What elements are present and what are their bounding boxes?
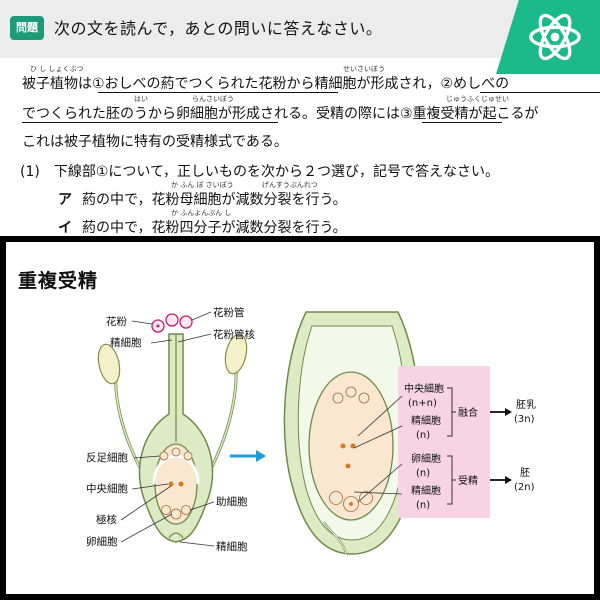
- ruby-hishishokubutsu: ひ し しょくぶつ: [30, 65, 84, 73]
- option-a[interactable]: ア葯の中で，花粉母細胞が減数分裂を行う。: [58, 189, 347, 209]
- double-fertilization-diagram: 花粉 花粉管 精細胞 花粉管核 反足細胞 中央細胞 極核 卵細胞 助細胞 精細胞: [86, 306, 536, 555]
- label-embryo-ploidy: (2n): [514, 482, 535, 493]
- right-leader-lines: [353, 395, 403, 503]
- option-i-label: イ: [58, 220, 72, 236]
- box-sperm1: 精細胞: [411, 414, 441, 427]
- ruby-gensuubunretsu: げんすうぶんれつ: [262, 181, 318, 189]
- ruby-kafunyonbunshi: か ふんよんぶん し: [171, 209, 232, 217]
- label-fertilization: 受精: [458, 474, 478, 487]
- box-sperm2: 精細胞: [411, 484, 441, 497]
- label-pollen-tube: 花粉管: [213, 306, 245, 319]
- option-i[interactable]: イ葯の中で，花粉四分子が減数分裂を行う。: [58, 217, 347, 236]
- box-egg-ploidy: (n): [416, 468, 430, 479]
- option-i-text: 葯の中で，花粉四分子が減数分裂を行う。: [82, 220, 347, 236]
- box-sperm1-ploidy: (n): [416, 430, 430, 441]
- label-sperm-cell-bottom: 精細胞: [216, 540, 248, 553]
- question-panel: 問題 次の文を読んで，あとの問いに答えなさい。 ひ し しょくぶつ せいさいぼう…: [0, 0, 600, 236]
- ruby-seisaibou: せいさいぼう: [343, 65, 385, 73]
- underline-1: [98, 92, 338, 93]
- box-egg-cell: 卵細胞: [411, 452, 441, 465]
- question-line-1: 被子植物は①おしべの葯でつくられた花粉から精細胞が形成され，②めしべの: [22, 76, 510, 92]
- result-arrows: [490, 408, 512, 484]
- brand-corner: [496, 0, 600, 74]
- question-header: 問題 次の文を読んで，あとの問いに答えなさい。: [0, 0, 600, 58]
- ruby-hai: はい: [134, 95, 148, 103]
- question-instruction: 次の文を読んで，あとの問いに答えなさい。: [54, 19, 383, 38]
- box-central-ploidy: (n+n): [408, 398, 437, 409]
- label-polar-nuclei: 極核: [96, 513, 117, 526]
- label-endosperm-ploidy: (3n): [514, 414, 535, 425]
- underline-3: [422, 122, 502, 123]
- left-flower: [97, 313, 248, 543]
- question-line-3: これは被子植物に特有の受精様式である。: [22, 134, 288, 150]
- question-badge: 問題: [10, 16, 44, 40]
- ruby-juufukujusei: じゅうふくじゅせい: [446, 95, 509, 103]
- process-arrow: [230, 450, 266, 462]
- option-a-label: ア: [58, 192, 72, 208]
- atom-icon[interactable]: [526, 8, 584, 66]
- label-endosperm: 胚乳: [516, 398, 536, 411]
- underline-2a: [480, 92, 600, 93]
- diagram-panel: 重複受精: [6, 242, 594, 594]
- diagram-title: 重複受精: [18, 270, 99, 292]
- brackets: [447, 387, 456, 505]
- underline-2b: [22, 122, 278, 123]
- label-synergid: 助細胞: [216, 495, 248, 508]
- label-embryo: 胚: [520, 467, 530, 479]
- label-pollen-tube-nucleus: 花粉管核: [213, 328, 255, 341]
- question-line-2: でつくられた胚のうから卵細胞が形成される。受精の際には③重複受精が起こるが: [22, 106, 539, 122]
- info-box: [398, 366, 490, 518]
- ruby-kafunbosaibou: か ふん ぼ さいぼう: [171, 181, 234, 189]
- label-egg-cell: 卵細胞: [86, 535, 118, 548]
- label-antipodal: 反足細胞: [86, 451, 128, 464]
- ruby-ransaibou: らんさいぼう: [192, 95, 234, 103]
- option-a-text: 葯の中で，花粉母細胞が減数分裂を行う。: [82, 192, 347, 208]
- label-sperm-cell-top: 精細胞: [110, 336, 142, 349]
- label-pollen: 花粉: [106, 315, 127, 328]
- left-leader-lines: [120, 311, 215, 547]
- label-central-cell: 中央細胞: [86, 482, 128, 495]
- label-fusion: 融合: [458, 406, 478, 419]
- sub-question: (1) 下線部①について，正しいものを次から２つ選び，記号で答えなさい。: [20, 164, 499, 180]
- box-sperm2-ploidy: (n): [416, 500, 430, 511]
- box-central-cell: 中央細胞: [404, 382, 444, 395]
